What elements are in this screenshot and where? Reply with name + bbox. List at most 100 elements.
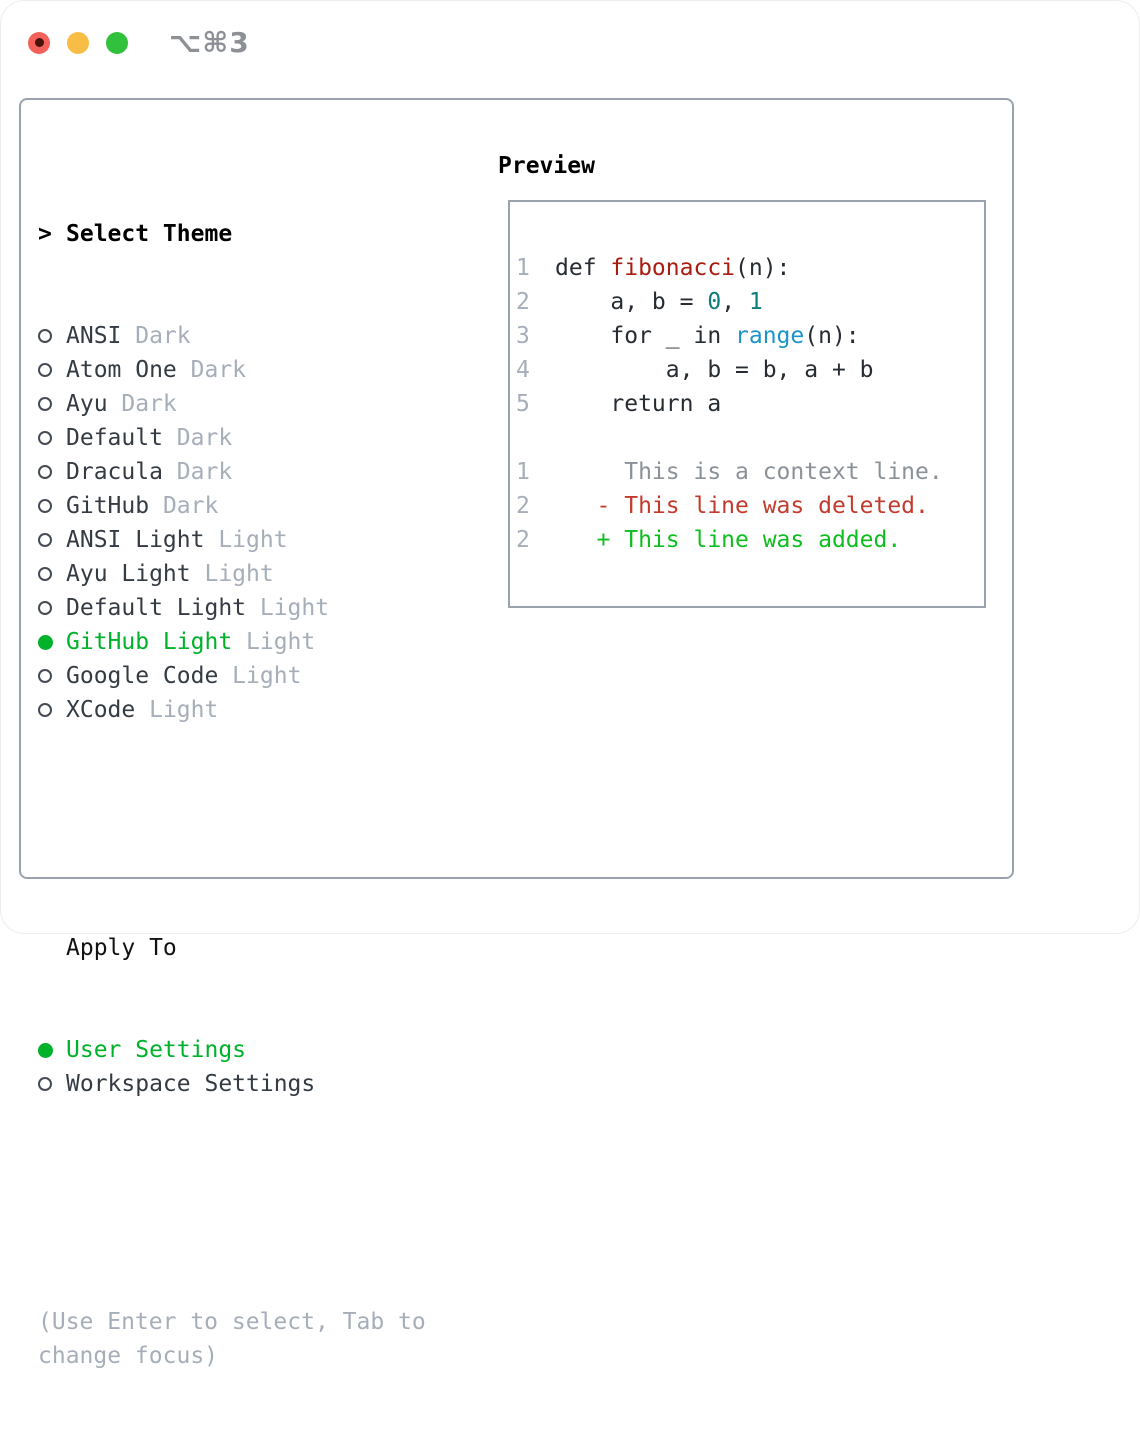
radio-unselected-icon <box>38 431 52 445</box>
theme-option-atom-one[interactable]: Atom One Dark <box>38 353 426 387</box>
theme-option-ayu[interactable]: Ayu Dark <box>38 387 426 421</box>
line-number: 4 <box>516 357 530 383</box>
theme-option-dracula[interactable]: Dracula Dark <box>38 455 426 489</box>
minimize-button[interactable] <box>67 31 89 54</box>
code-line: 5 return a <box>516 387 984 421</box>
theme-option-google-code[interactable]: Google Code Light <box>38 659 426 693</box>
radio-unselected-icon <box>38 669 52 683</box>
theme-option-ayu-light[interactable]: Ayu Light Light <box>38 557 426 591</box>
radio-unselected-icon <box>38 1077 52 1091</box>
preview-title: Preview <box>498 153 595 179</box>
theme-variant: Light <box>218 663 302 689</box>
prompt-icon: > <box>38 221 52 247</box>
line-number: 2 <box>516 527 530 553</box>
theme-variant: Light <box>204 527 288 553</box>
code-line: 3 for _ in range(n): <box>516 319 984 353</box>
theme-variant: Dark <box>149 493 219 519</box>
code-line: 2 + This line was added. <box>516 523 984 557</box>
radio-icon <box>38 659 66 693</box>
apply-name: Workspace Settings <box>66 1071 316 1097</box>
theme-variant: Light <box>135 697 219 723</box>
radio-unselected-icon <box>38 533 52 547</box>
theme-variant: Dark <box>162 425 233 451</box>
line-number: 2 <box>516 289 530 315</box>
radio-unselected-icon <box>38 329 52 343</box>
radio-unselected-icon <box>38 499 52 513</box>
theme-option-xcode[interactable]: XCode Light <box>38 693 426 727</box>
hint-line: (Use Enter to select, Tab to <box>38 1309 426 1335</box>
theme-option-ansi[interactable]: ANSI Dark <box>38 319 426 353</box>
theme-name: Default Light <box>66 595 247 621</box>
select-theme-header: > Select Theme <box>38 217 426 251</box>
apply-option-workspace-settings[interactable]: Workspace Settings <box>38 1067 426 1101</box>
window-title: ⌥⌘3 <box>169 26 250 59</box>
theme-variant: Dark <box>162 459 233 485</box>
theme-option-default-light[interactable]: Default Light Light <box>38 591 426 625</box>
radio-unselected-icon <box>38 703 52 717</box>
theme-name: Ayu Light <box>66 561 191 587</box>
theme-name: ANSI <box>66 323 122 349</box>
radio-icon <box>38 319 66 353</box>
maximize-button[interactable] <box>106 31 128 54</box>
close-dot-icon <box>34 38 44 47</box>
select-theme-title: Select Theme <box>66 221 233 247</box>
theme-name: ANSI Light <box>66 527 205 553</box>
apply-to-title: Apply To <box>66 935 177 961</box>
apply-name: User Settings <box>66 1037 247 1063</box>
theme-name: Default <box>66 425 163 451</box>
line-number: 5 <box>516 391 530 417</box>
code-line: 1 This is a context line. <box>516 455 984 489</box>
theme-variant: Dark <box>176 357 247 383</box>
theme-variant: Light <box>246 595 330 621</box>
theme-option-ansi-light[interactable]: ANSI Light Light <box>38 523 426 557</box>
theme-option-github[interactable]: GitHub Dark <box>38 489 426 523</box>
theme-name: GitHub Light <box>66 629 233 655</box>
radio-unselected-icon <box>38 567 52 581</box>
code-line: 4 a, b = b, a + b <box>516 353 984 387</box>
theme-option-default[interactable]: Default Dark <box>38 421 426 455</box>
line-number: 3 <box>516 323 530 349</box>
radio-unselected-icon <box>38 397 52 411</box>
radio-icon <box>38 387 66 421</box>
theme-variant: Light <box>190 561 274 587</box>
radio-icon <box>38 489 66 523</box>
close-button[interactable] <box>28 31 50 54</box>
theme-variant: Dark <box>121 323 191 349</box>
radio-icon <box>38 1067 66 1101</box>
code-line: 2 a, b = 0, 1 <box>516 285 984 319</box>
theme-name: Dracula <box>66 459 163 485</box>
theme-name: XCode <box>66 697 136 723</box>
code-line: 2 - This line was deleted. <box>516 489 984 523</box>
theme-variant: Light <box>232 629 316 655</box>
radio-unselected-icon <box>38 601 52 615</box>
line-number: 2 <box>516 493 530 519</box>
theme-variant: Dark <box>107 391 177 417</box>
radio-icon <box>38 523 66 557</box>
theme-option-github-light[interactable]: GitHub Light Light <box>38 625 426 659</box>
radio-icon <box>38 421 66 455</box>
radio-icon <box>38 353 66 387</box>
hint-text: (Use Enter to select, Tab to change focus… <box>38 1305 426 1373</box>
theme-name: Google Code <box>66 663 219 689</box>
apply-to-header: Apply To <box>38 931 426 965</box>
radio-selected-icon <box>38 634 53 650</box>
radio-icon <box>38 557 66 591</box>
radio-selected-icon <box>38 1042 53 1058</box>
radio-icon <box>38 1033 66 1067</box>
radio-unselected-icon <box>38 465 52 479</box>
hint-line: change focus) <box>38 1343 219 1369</box>
radio-icon <box>38 625 66 659</box>
line-number: 1 <box>516 459 530 485</box>
theme-name: GitHub <box>66 493 150 519</box>
apply-option-user-settings[interactable]: User Settings <box>38 1033 426 1067</box>
radio-icon <box>38 455 66 489</box>
